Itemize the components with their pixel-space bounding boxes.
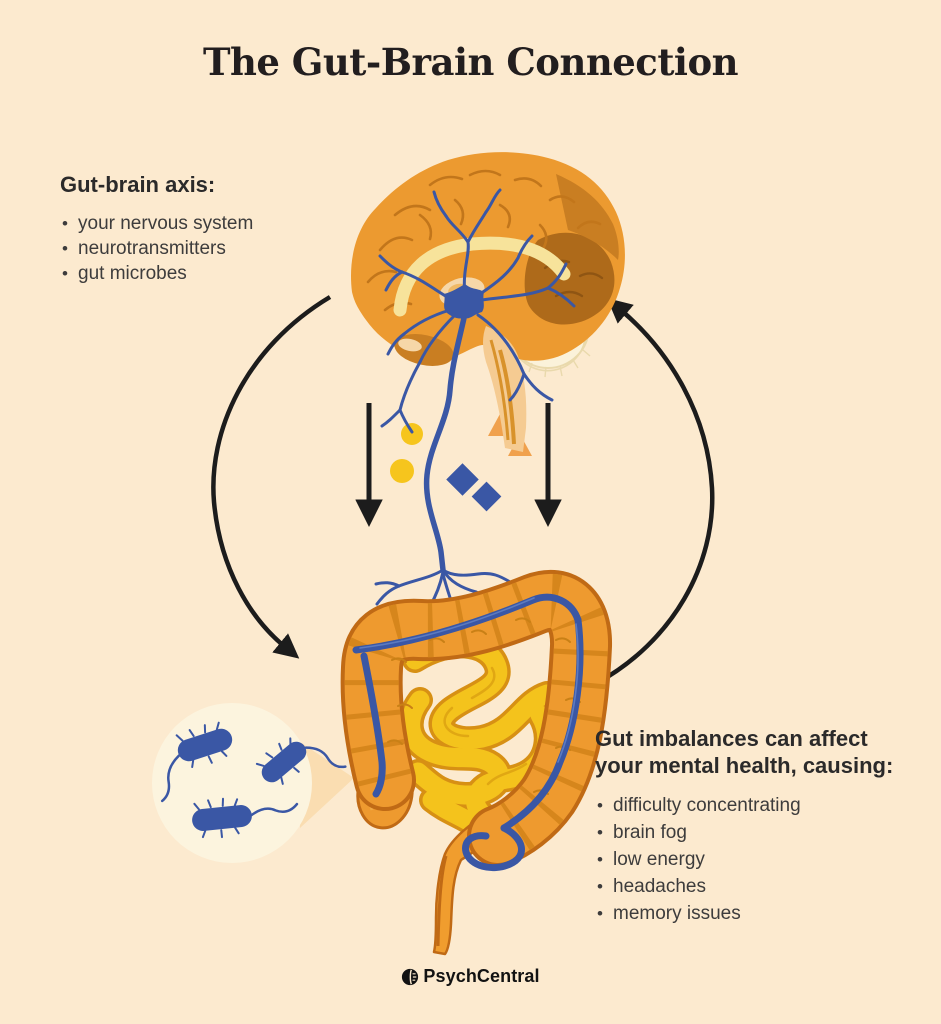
- microbe-lens: [152, 703, 354, 863]
- bacterium-icon: [255, 737, 347, 785]
- rectum-graphic: [432, 812, 504, 956]
- yellow-circle-molecule: [401, 423, 423, 445]
- cycle-arrow-right: [595, 298, 715, 685]
- bacterium-icon: [192, 797, 299, 839]
- list-item: gut microbes: [60, 261, 360, 286]
- gut-graphic: [340, 570, 612, 956]
- bacterium-icon: [160, 721, 233, 803]
- list-item: low energy: [595, 846, 913, 873]
- brand-logo: PsychCentral: [0, 966, 941, 987]
- gut-brain-axis-heading: Gut-brain axis:: [60, 172, 216, 197]
- gut-imbalances-heading: Gut imbalances can affect your mental he…: [595, 726, 894, 778]
- blue-diamond-molecule: [446, 463, 479, 496]
- list-item: brain fog: [595, 819, 913, 846]
- list-item: memory issues: [595, 900, 913, 927]
- gut-brain-axis-panel: Gut-brain axis: your nervous system neur…: [60, 172, 360, 286]
- colon-graphic: [340, 570, 612, 867]
- gut-brain-axis-list: your nervous system neurotransmitters gu…: [60, 211, 360, 286]
- list-item: neurotransmitters: [60, 236, 360, 261]
- psychcentral-logo-icon: [402, 968, 419, 985]
- infographic-title: The Gut-Brain Connection: [202, 40, 739, 84]
- lens-beam: [300, 742, 354, 828]
- brand-name: PsychCentral: [423, 966, 540, 986]
- lens-circle: [152, 703, 312, 863]
- cycle-arrow-left: [211, 295, 332, 659]
- list-item: headaches: [595, 873, 913, 900]
- yellow-circle-molecule: [390, 459, 414, 483]
- brain-graphic: [351, 152, 625, 452]
- small-intestine-graphic: [397, 632, 560, 839]
- gut-imbalances-list: difficulty concentrating brain fog low e…: [595, 792, 913, 927]
- gut-imbalances-panel: Gut imbalances can affect your mental he…: [595, 726, 913, 927]
- vagus-nerve-graphic: [352, 593, 584, 871]
- list-item: difficulty concentrating: [595, 792, 913, 819]
- blue-diamond-molecule: [471, 481, 502, 512]
- list-item: your nervous system: [60, 211, 360, 236]
